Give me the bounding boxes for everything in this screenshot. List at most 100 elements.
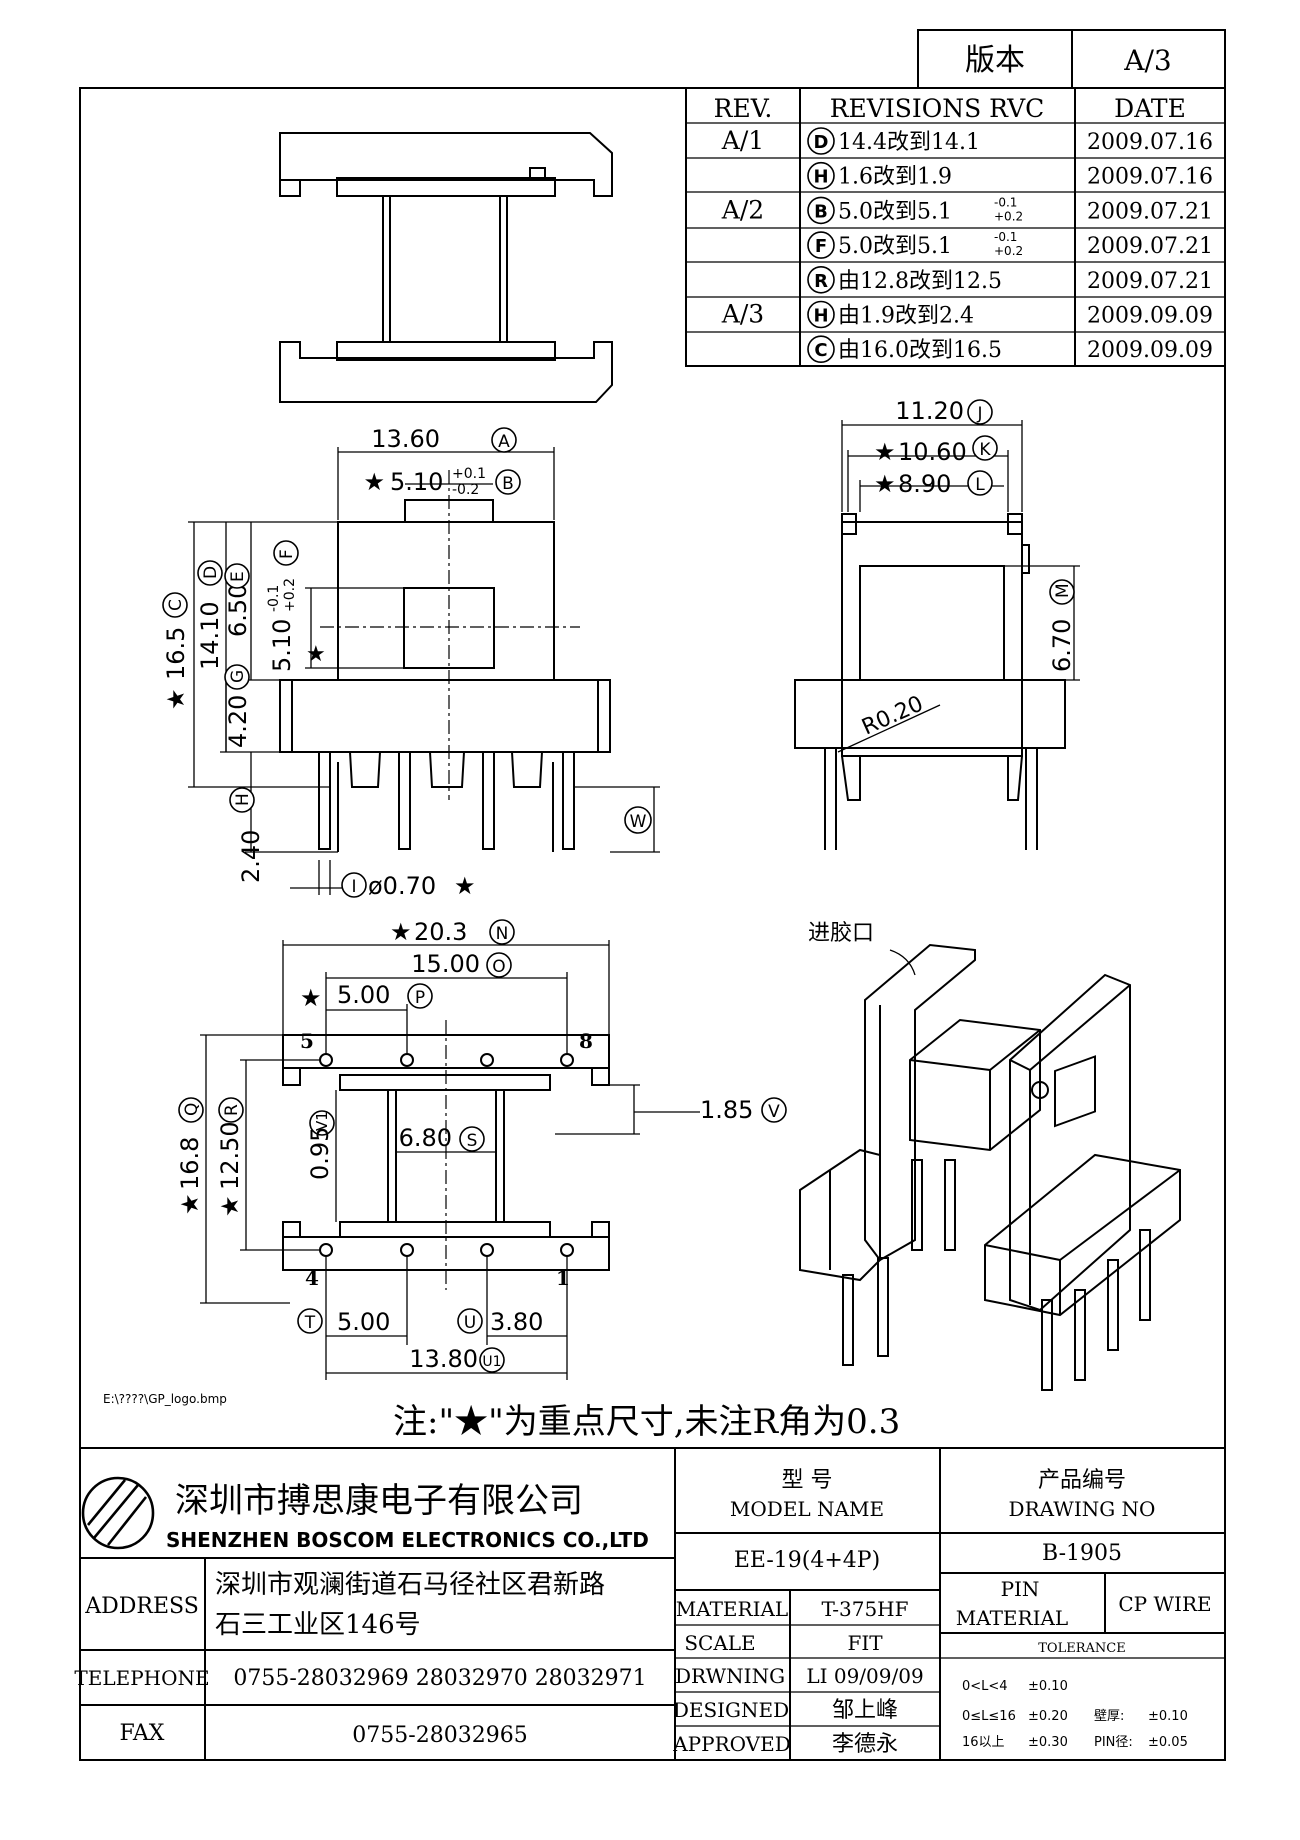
scale-value: FIT [847, 1631, 883, 1655]
dim-m-mark: M [1053, 583, 1073, 598]
designed-value: 邹上峰 [832, 1698, 898, 1723]
dim-f-tol-up: -0.1 [266, 585, 282, 612]
dim-a-value: 13.60 [371, 425, 440, 453]
dim-p-value: 5.00 [337, 981, 390, 1009]
tolerance-label: TOLERANCE [1038, 1641, 1125, 1656]
tol2-range: 0≤L≤16 [962, 1709, 1016, 1724]
revision-mark: H [813, 306, 828, 327]
revision-date: 2009.07.16 [1087, 165, 1213, 190]
revision-mark: F [815, 236, 827, 257]
revision-date: 2009.07.21 [1087, 234, 1213, 259]
designed-label: DESIGNED [673, 1698, 789, 1722]
dim-i-star: ★ [454, 872, 476, 900]
revision-mark: H [813, 167, 828, 188]
dim-d-value: 14.10 [196, 601, 224, 670]
dim-j-value: 11.20 [895, 397, 964, 425]
pin-material-value: CP WIRE [1118, 1592, 1211, 1616]
fax-label: FAX [120, 1721, 165, 1746]
version-label: 版本 [965, 43, 1025, 78]
dim-q-star: ★ [176, 1193, 204, 1215]
iso-label: 进胶口 [808, 921, 874, 946]
revision-text: 1.6改到1.9 [838, 165, 952, 190]
revision-text: 5.0改到5.1 [838, 234, 952, 259]
dim-i-mark: I [351, 877, 356, 897]
drawing-no-label-en: DRAWING NO [1009, 1497, 1156, 1521]
scale-label: SCALE [684, 1631, 755, 1655]
dim-c-star: ★ [162, 688, 190, 710]
dim-p-star: ★ [300, 984, 322, 1012]
revision-date: 2009.07.21 [1087, 269, 1213, 294]
pin-8-label: 8 [579, 1029, 593, 1053]
dim-s-value: 6.80 [399, 1124, 452, 1152]
dim-k-mark: K [979, 440, 991, 460]
fax-value: 0755-28032965 [352, 1723, 527, 1748]
drawn-by-value: LI 09/09/09 [806, 1664, 923, 1688]
dim-h-mark: H [233, 793, 253, 806]
rev-header-rev: REV. [714, 94, 773, 123]
dim-g-mark: G [228, 670, 248, 683]
dim-r-value: R0.20 [858, 691, 927, 740]
revision-rev: A/1 [721, 126, 764, 155]
dim-h-value: 2.40 [237, 830, 265, 883]
dim-b-mark: B [502, 474, 514, 494]
tol1-range: 0<L<4 [962, 1679, 1008, 1694]
revision-rev: A/2 [721, 195, 764, 224]
revision-mark-circle [807, 231, 835, 259]
tol2-extra-label: 壁厚: [1094, 1709, 1124, 1724]
dim-l-star: ★ [874, 470, 896, 498]
dim-o-mark: O [492, 957, 505, 977]
revision-text: 由1.9改到2.4 [838, 304, 974, 329]
telephone-value: 0755-28032969 28032970 28032971 [233, 1666, 646, 1691]
dim-n-value: 20.3 [414, 918, 467, 946]
dim-i-value: ø0.70 [368, 872, 436, 900]
dim-w-mark: W [630, 812, 647, 832]
dim-f-star: ★ [306, 642, 326, 667]
dim-r2-value: 12.50 [216, 1121, 244, 1190]
revision-tol-up: -0.1 [994, 230, 1017, 244]
revision-tol-down: +0.2 [994, 244, 1023, 258]
revision-text: 5.0改到5.1 [838, 199, 952, 224]
pin-material-label-1: PIN [1001, 1577, 1040, 1601]
revision-mark: C [814, 340, 827, 361]
revision-text: 由16.0改到16.5 [838, 338, 1002, 363]
revision-tol-down: +0.2 [994, 209, 1023, 223]
pin-5-label: 5 [300, 1029, 314, 1053]
dim-t-mark: T [304, 1313, 316, 1333]
dim-p-mark: P [415, 988, 425, 1008]
telephone-label: TELEPHONE [74, 1666, 209, 1690]
dim-e-mark: E [228, 571, 248, 582]
model-value: EE-19(4+4P) [734, 1548, 880, 1573]
dim-v1-mark: V1 [313, 1111, 331, 1131]
dim-r2-mark: R [222, 1104, 242, 1116]
address-line-1: 深圳市观澜街道石马径社区君新路 [215, 1570, 605, 1600]
dim-l-mark: L [975, 475, 985, 495]
dim-r2-star: ★ [216, 1195, 244, 1217]
dim-u1-value: 13.80 [409, 1345, 478, 1373]
dim-b-tol-down: -0.2 [452, 482, 479, 498]
title-block: 深圳市搏思康电子有限公司 SHENZHEN BOSCOM ELECTRONICS… [74, 1447, 1225, 1760]
revision-mark-circle [807, 335, 835, 364]
company-name-en: SHENZHEN BOSCOM ELECTRONICS CO.,LTD [166, 1528, 649, 1552]
revision-date: 2009.09.09 [1087, 338, 1213, 363]
version-box: 版本 A/3 [917, 29, 1226, 89]
revision-mark-circle [807, 127, 835, 155]
revision-mark-circle [807, 300, 835, 329]
dim-a-mark: A [498, 432, 510, 452]
revision-mark-circle [807, 161, 835, 190]
dim-c-value: 16.5 [162, 627, 190, 680]
tol3-value: ±0.30 [1028, 1735, 1068, 1750]
version-value: A/3 [1123, 44, 1171, 77]
dim-c-mark: C [166, 599, 186, 611]
material-value: T-375HF [821, 1597, 908, 1621]
revision-text: 14.4改到14.1 [838, 130, 980, 155]
dim-v-mark: V [768, 1102, 780, 1122]
file-path: E:\????\GP_logo.bmp [103, 1392, 227, 1406]
tol1-value: ±0.10 [1028, 1679, 1068, 1694]
revision-date: 2009.09.09 [1087, 304, 1213, 329]
dim-u1-mark: U1 [482, 1354, 501, 1370]
revision-rev: A/3 [721, 300, 764, 329]
pin-1-label: 1 [556, 1266, 570, 1290]
tol3-extra-label: PIN径: [1094, 1735, 1133, 1750]
approved-label: APPROVED [672, 1732, 791, 1756]
